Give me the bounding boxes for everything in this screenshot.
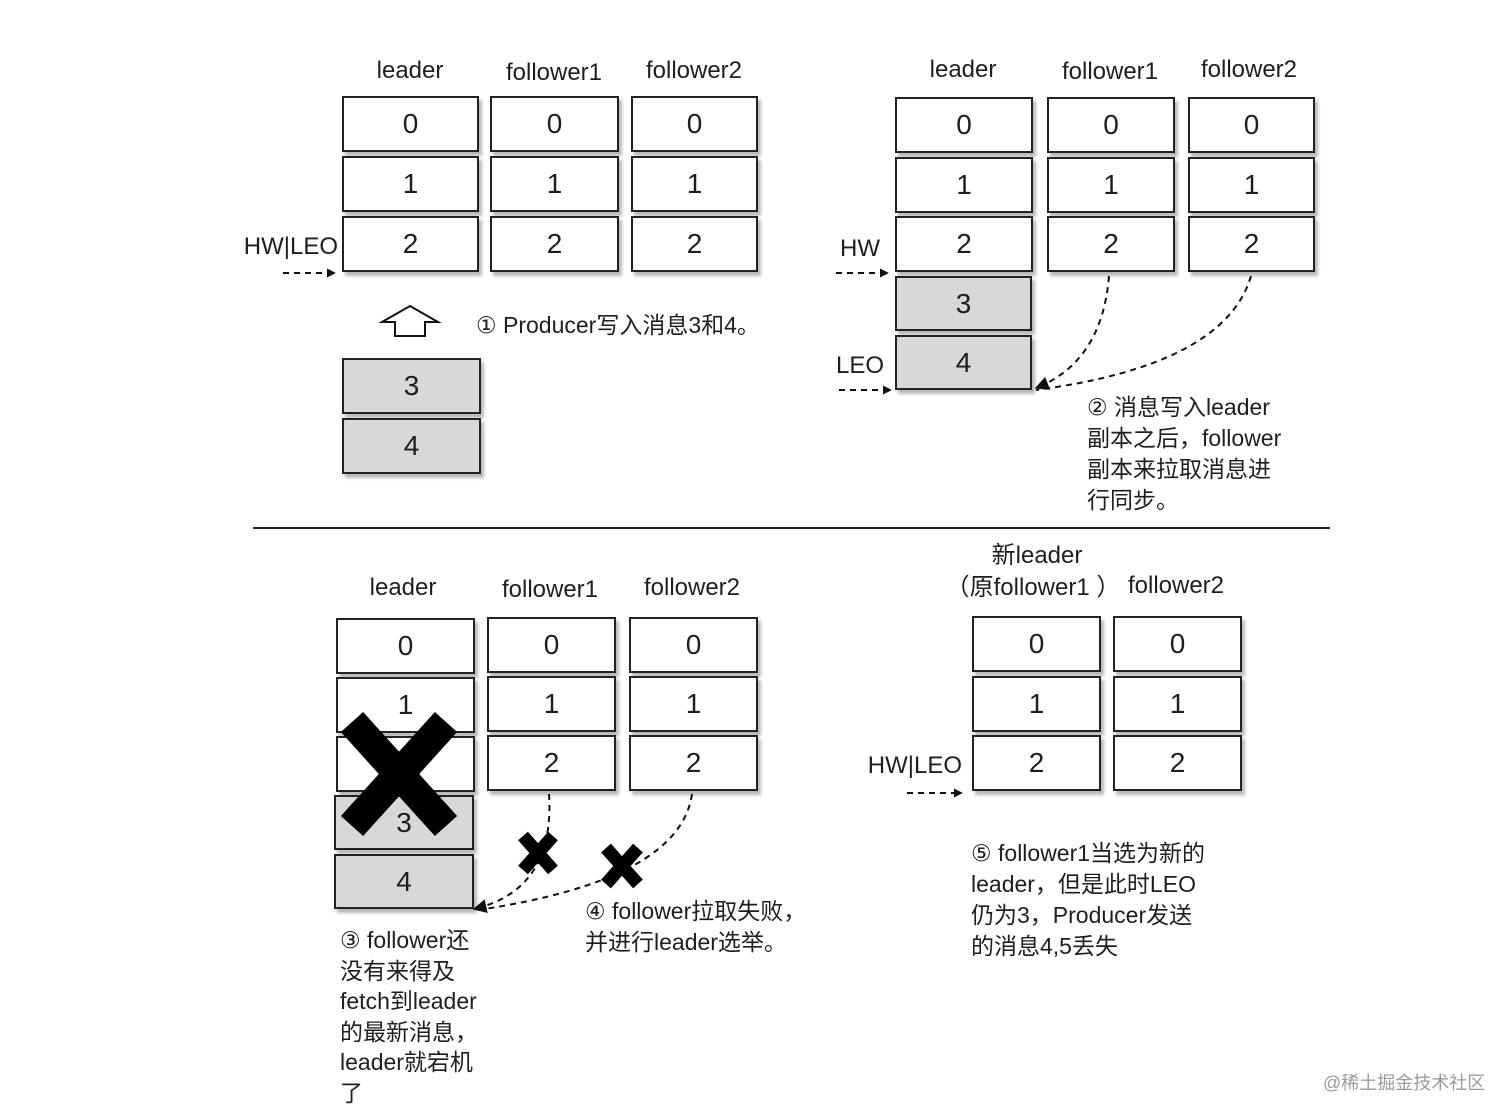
q2-note-line: 副本来拉取消息进: [1087, 456, 1271, 482]
q2-note-line: 行同步。: [1087, 487, 1179, 513]
q2-follower1-cell: 0: [1047, 97, 1175, 153]
q3-follower1-cell: 0: [487, 617, 616, 673]
q3-note-a-line: 了: [340, 1079, 363, 1106]
q2-follower1-cell: 1: [1047, 157, 1175, 213]
q4-new-leader-cell: 1: [972, 676, 1101, 732]
q1-follower1-cell: 1: [490, 156, 619, 212]
q1-leader-cell: 2: [342, 216, 479, 272]
q2-note-line: ② 消息写入leader: [1087, 394, 1270, 420]
q4-hw-leo-marker: HW|LEO: [867, 752, 962, 779]
q1-leader-cell: 1: [342, 156, 479, 212]
q4-follower2-cell: 2: [1113, 735, 1242, 791]
q3-note-a-line: fetch到leader: [340, 988, 477, 1014]
q3-leader-label: leader: [369, 574, 437, 601]
q1-hw-leo-marker: HW|LEO: [243, 233, 338, 260]
q3-follower2-fetch-arrow: [477, 793, 693, 911]
q2-follower1-label: follower1: [1061, 58, 1159, 85]
q1-follower1-cell: 0: [490, 96, 619, 152]
q1-follower2-cell: 2: [631, 216, 758, 272]
q4-new-leader-label: 新leader: [991, 542, 1083, 569]
q2-follower2-fetch-arrow: [1035, 275, 1252, 391]
q4-follower2-label: follower2: [1127, 572, 1225, 599]
q2-leader-cell: 0: [895, 97, 1033, 153]
q2-follower1-cell: 2: [1047, 216, 1175, 272]
q1-incoming-cell: 3: [342, 358, 481, 414]
q1-follower2-cell: 0: [631, 96, 758, 152]
q3-note-a-line: 的最新消息，: [340, 1018, 478, 1045]
q4-note-line: 仍为3，Producer发送: [971, 902, 1193, 928]
q2-follower1-fetch-arrow: [1034, 275, 1110, 390]
q2-leo-marker: LEO: [836, 352, 885, 379]
q3-note-b: ④ follower拉取失败， 并进行leader选举。: [585, 896, 806, 958]
q3-note-a-line: ③ follower还: [340, 927, 470, 953]
q1-follower1-label: follower1: [505, 59, 603, 86]
q2-leader-cell: 3: [895, 276, 1032, 331]
q3-leader-cell: 4: [334, 854, 474, 909]
q4-follower2-cell: 1: [1113, 676, 1242, 732]
q2-note: ② 消息写入leader 副本之后，follower 副本来拉取消息进 行同步。: [1087, 392, 1281, 516]
q4-note-line: leader，但是此时LEO: [971, 871, 1196, 897]
q3-note-a-line: 没有来得及: [340, 957, 455, 984]
q3-follower1-cell: 2: [487, 735, 616, 791]
q3-note-b-line: ④ follower拉取失败，: [585, 898, 807, 924]
q3-follower1-label: follower1: [501, 576, 599, 603]
q1-note: ① Producer写入消息3和4。: [476, 312, 760, 338]
q3-follower1-fetch-arrow: [472, 793, 551, 913]
q4-new-leader-cell: 2: [972, 735, 1101, 791]
q1-incoming-cell: 4: [342, 418, 481, 474]
q2-follower2-label: follower2: [1200, 56, 1298, 83]
q2-follower2-cell: 1: [1188, 157, 1315, 213]
q3-follower2-cell: 2: [629, 735, 758, 791]
leader-crash-x-icon: [340, 711, 458, 837]
q1-follower2-label: follower2: [645, 57, 743, 84]
q3-leader-cell: 0: [336, 618, 475, 674]
q3-follower2-cell: 0: [629, 617, 758, 673]
q1-leader-cell: 0: [342, 96, 479, 152]
watermark: @稀土掘金技术社区: [1323, 1073, 1486, 1093]
q4-note-line: 的消息4,5丢失: [971, 933, 1118, 959]
q3-note-a: ③ follower还 没有来得及 fetch到leader 的最新消息， le…: [340, 925, 478, 1108]
q4-note: ⑤ follower1当选为新的 leader，但是此时LEO 仍为3，Prod…: [971, 838, 1205, 962]
q3-follower2-label: follower2: [643, 574, 741, 601]
q2-note-line: 副本之后，follower: [1087, 425, 1282, 451]
q1-follower2-cell: 1: [631, 156, 758, 212]
q2-leader-cell: 2: [895, 216, 1033, 272]
q2-follower2-cell: 2: [1188, 216, 1315, 272]
q3-note-b-line: 并进行leader选举。: [585, 929, 787, 955]
q1-leader-label: leader: [376, 57, 444, 84]
q2-leader-label: leader: [929, 56, 997, 83]
q4-note-line: ⑤ follower1当选为新的: [971, 840, 1206, 866]
q2-hw-marker: HW: [840, 235, 880, 262]
q1-follower1-cell: 2: [490, 216, 619, 272]
fetch-fail-x-icon: [601, 843, 643, 889]
q4-new-leader-cell: 0: [972, 616, 1101, 672]
up-arrow-icon: [378, 304, 442, 337]
fetch-fail-x-icon: [518, 831, 558, 875]
q3-note-a-line: leader就宕机: [340, 1049, 473, 1075]
q4-new-leader-origin-label: （原follower1 ）: [945, 574, 1121, 601]
q2-follower2-cell: 0: [1188, 97, 1315, 153]
q4-follower2-cell: 0: [1113, 616, 1242, 672]
q2-leader-cell: 4: [895, 335, 1032, 390]
q2-leader-cell: 1: [895, 157, 1033, 213]
q3-follower2-cell: 1: [629, 676, 758, 732]
q3-follower1-cell: 1: [487, 676, 616, 732]
